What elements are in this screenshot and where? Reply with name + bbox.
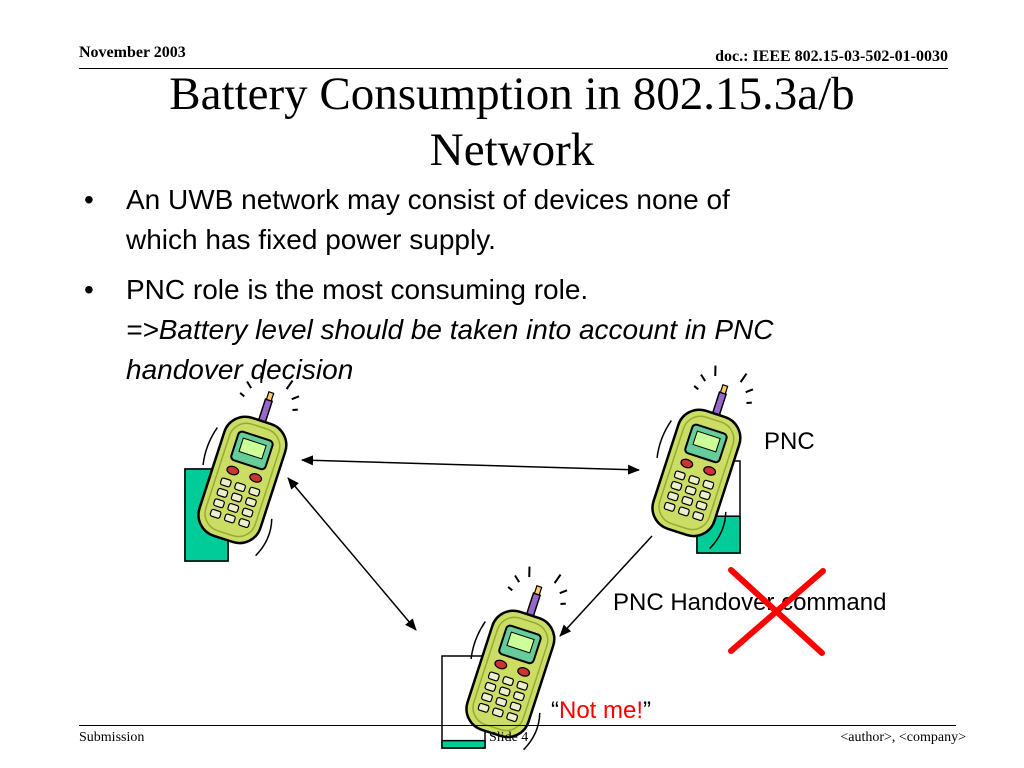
bullet-text: PNC role is the most consuming role. <box>126 274 589 305</box>
link-arrow <box>287 477 417 631</box>
battery-fill-bottom <box>441 739 486 749</box>
bullet-text: An UWB network may consist of devices no… <box>126 184 730 215</box>
red-cross-icon <box>728 567 826 656</box>
footer-submission: Submission <box>79 730 145 745</box>
reply-open-quote: “ <box>551 697 559 724</box>
reply-text: Not me! <box>559 697 644 724</box>
bullet-item-1: • An UWB network may consist of devices … <box>84 180 944 260</box>
slide-title-line-2: Network <box>429 124 595 176</box>
reply-close-quote: ” <box>643 697 652 724</box>
link-arrow <box>301 455 640 475</box>
bullet-item-2: • PNC role is the most consuming role. =… <box>84 270 944 390</box>
bullet-marker: • <box>84 274 94 305</box>
header-doc-id: doc.: IEEE 802.15-03-502-01-0030 <box>715 48 948 65</box>
slide-title-line-1: Battery Consumption in 802.15.3a/b <box>169 68 855 120</box>
footer-slide-number: Slide 4 <box>489 730 529 745</box>
bullet-list: • An UWB network may consist of devices … <box>84 180 944 400</box>
header-date: November 2003 <box>79 44 186 61</box>
handover-command-label: PNC Handover command <box>613 589 887 616</box>
bullet-marker: • <box>84 184 94 215</box>
header-rule <box>79 68 948 69</box>
footer-author: <author>, <company> <box>840 730 966 745</box>
bullet-text: which has fixed power supply. <box>126 224 496 255</box>
reply-label: “Not me!” <box>551 697 651 725</box>
pnc-label: PNC <box>764 428 815 455</box>
handover-arrow <box>559 535 653 637</box>
slide-title: Battery Consumption in 802.15.3a/b Netwo… <box>70 66 954 178</box>
bullet-italic-text: =>Battery level should be taken into acc… <box>126 314 774 345</box>
bullet-italic-text: handover decision <box>126 354 354 385</box>
footer-rule <box>79 725 956 726</box>
